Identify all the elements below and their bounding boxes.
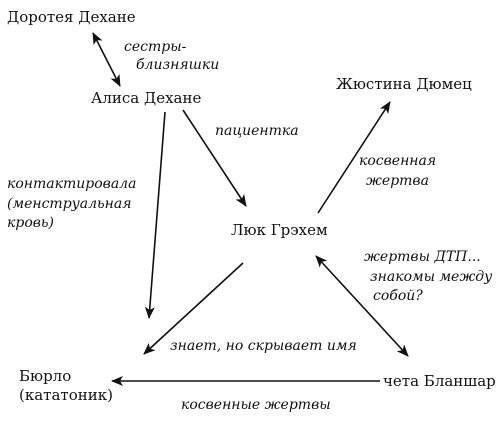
label-knows-hides: знает, но скрывает имя xyxy=(170,338,357,354)
node-burlo-name: Бюрло xyxy=(19,367,71,385)
label-indirect-victim-1: косвенная xyxy=(359,153,436,169)
label-patient: пациентка xyxy=(215,123,299,139)
node-justina: Жюстина Дюмец xyxy=(336,75,472,93)
label-indirect-victim-2: жертва xyxy=(366,173,429,189)
label-indirect-victims: косвенные жертвы xyxy=(181,397,331,413)
arrow-road-victims xyxy=(315,255,409,357)
node-blanchard: чета Бланшар xyxy=(383,372,496,390)
label-road-victims-3: собой? xyxy=(373,288,423,304)
arrow-knows-hides xyxy=(143,262,244,355)
node-alisa: Алиса Дехане xyxy=(91,89,201,107)
arrow-contacted xyxy=(144,111,166,319)
arrow-patient xyxy=(182,109,247,207)
label-sisters-1: сестры- xyxy=(124,39,187,55)
arrow-indirect-victim xyxy=(317,101,391,214)
label-contacted-3: кровь) xyxy=(7,215,54,231)
arrow-sisters xyxy=(92,32,121,87)
node-luc: Люк Грэхем xyxy=(231,221,328,239)
label-road-victims-1: жертвы ДТП... xyxy=(364,249,481,265)
label-contacted-2: (менструальная xyxy=(7,196,132,212)
label-contacted-1: контактировала xyxy=(7,176,136,192)
node-burlo-status: (кататоник) xyxy=(19,386,113,404)
label-sisters-2: близняшки xyxy=(136,57,219,73)
label-road-victims-2: знакомы между xyxy=(370,269,493,285)
node-dorothea: Доротея Дехане xyxy=(7,8,136,26)
